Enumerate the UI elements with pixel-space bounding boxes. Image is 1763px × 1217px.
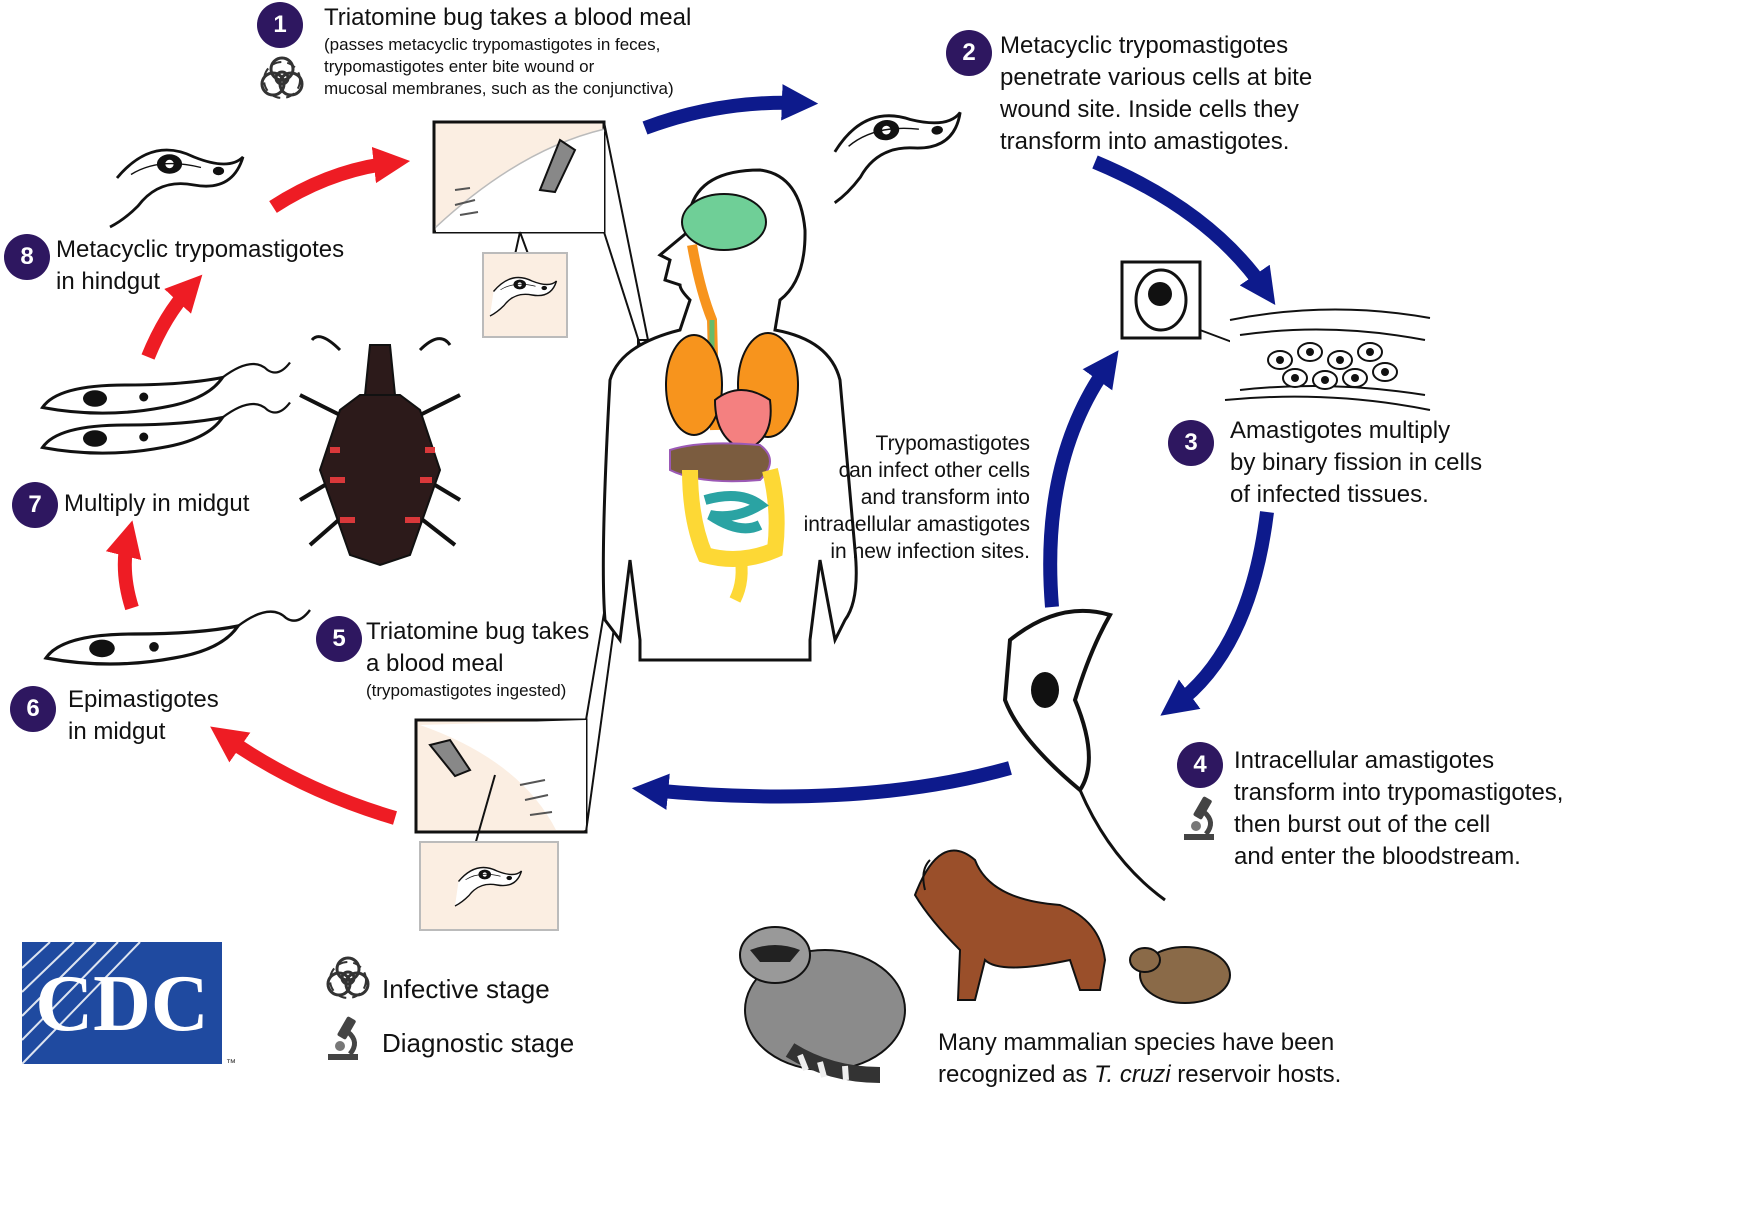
step-badge-6: 6 (10, 686, 56, 732)
arrow-step1-to-2 (645, 103, 800, 128)
arrow-step4-to-3 (1050, 365, 1108, 607)
step-4-line: then burst out of the cell (1234, 809, 1563, 841)
cdc-logo: CDC ™ (22, 942, 236, 1069)
step-6-label: Epimastigotes in midgut (68, 684, 219, 748)
step-6-line: Epimastigotes (68, 684, 219, 716)
step-2-line: penetrate various cells at bite (1000, 62, 1312, 94)
biohazard-icon (262, 58, 302, 98)
step-badge-2: 2 (946, 30, 992, 76)
step-1-detail-1: (passes metacyclic trypomastigotes in fe… (324, 34, 691, 56)
parasite-step6 (46, 610, 310, 664)
step-8-line: Metacyclic trypomastigotes (56, 234, 344, 266)
step-5-detail: (trypomastigotes ingested) (366, 680, 589, 702)
step-badge-3: 3 (1168, 420, 1214, 466)
parasite-step4 (1005, 611, 1165, 900)
svg-text:™: ™ (226, 1058, 236, 1069)
step-badge-7: 7 (12, 482, 58, 528)
amastigote-inset (1122, 262, 1240, 345)
center-note-line: can infect other cells (804, 457, 1030, 484)
step-5-line: Triatomine bug takes (366, 616, 589, 648)
center-note-line: intracellular amastigotes (804, 511, 1030, 538)
step-3-line: by binary fission in cells (1230, 447, 1482, 479)
step-2-line: transform into amastigotes. (1000, 126, 1312, 158)
step-7-line: Multiply in midgut (64, 488, 249, 520)
parasite-step7 (43, 363, 291, 454)
biohazard-icon (328, 958, 368, 998)
step-4-line: transform into trypomastigotes, (1234, 777, 1563, 809)
reservoir-line-1: Many mammalian species have been (938, 1027, 1341, 1059)
step-1-title: Triatomine bug takes a blood meal (324, 2, 691, 34)
reservoir-prefix: recognized as (938, 1061, 1094, 1088)
dog (915, 851, 1105, 1000)
step-badge-4: 4 (1177, 742, 1223, 788)
step-4-label: Intracellular amastigotes transform into… (1234, 745, 1563, 873)
triatomine-bug (300, 337, 460, 565)
svg-text:CDC: CDC (35, 960, 208, 1048)
step-2-label: Metacyclic trypomastigotes penetrate var… (1000, 30, 1312, 158)
human-figure (603, 170, 856, 660)
arrow-step7-to-8 (148, 288, 190, 357)
step-2-line: wound site. Inside cells they (1000, 94, 1312, 126)
parasite-step8 (110, 150, 243, 227)
step-6-line: in midgut (68, 716, 219, 748)
raccoon (740, 927, 905, 1080)
reservoir-suffix: reservoir hosts. (1171, 1061, 1342, 1088)
legend-diagnostic-label: Diagnostic stage (382, 1027, 574, 1059)
center-note: Trypomastigotes can infect other cells a… (804, 430, 1030, 565)
step-2-line: Metacyclic trypomastigotes (1000, 30, 1312, 62)
infected-tissue (1225, 309, 1430, 415)
step-3-line: of infected tissues. (1230, 479, 1482, 511)
step-1-label: Triatomine bug takes a blood meal (passe… (324, 2, 691, 100)
arrow-step6-to-7 (125, 538, 132, 608)
step-badge-5: 5 (316, 616, 362, 662)
center-note-line: and transform into (804, 484, 1030, 511)
step-4-line: Intracellular amastigotes (1234, 745, 1563, 777)
arrow-step5-to-6 (225, 737, 395, 818)
microscope-icon (328, 1016, 358, 1060)
step-badge-1: 1 (257, 2, 303, 48)
step-3-label: Amastigotes multiply by binary fission i… (1230, 415, 1482, 511)
step-3-line: Amastigotes multiply (1230, 415, 1482, 447)
legend-infective-label: Infective stage (382, 973, 550, 1005)
arrow-step8-to-1 (273, 163, 392, 207)
center-note-line: Trypomastigotes (804, 430, 1030, 457)
step-8-label: Metacyclic trypomastigotes in hindgut (56, 234, 344, 298)
reservoir-line-2: recognized as T. cruzi reservoir hosts. (938, 1059, 1341, 1091)
rat (1130, 947, 1230, 1003)
step-1-detail-2: trypomastigotes enter bite wound or (324, 56, 691, 78)
step-5-label: Triatomine bug takes a blood meal (trypo… (366, 616, 589, 702)
species-name: T. cruzi (1094, 1061, 1170, 1088)
step-8-line: in hindgut (56, 266, 344, 298)
step-1-detail-3: mucosal membranes, such as the conjuncti… (324, 78, 691, 100)
step-badge-8: 8 (4, 234, 50, 280)
step-5-line: a blood meal (366, 648, 589, 680)
microscope-icon (1184, 796, 1214, 840)
parasite-step2 (824, 105, 970, 202)
step-7-label: Multiply in midgut (64, 488, 249, 520)
center-note-line: in new infection sites. (804, 538, 1030, 565)
arrow-step4-to-5 (650, 768, 1010, 796)
step-4-line: and enter the bloodstream. (1234, 841, 1563, 873)
bite-inset-step1 (434, 122, 656, 354)
reservoir-caption: Many mammalian species have been recogni… (938, 1027, 1341, 1091)
arrow-step3-to-4 (1175, 512, 1267, 705)
